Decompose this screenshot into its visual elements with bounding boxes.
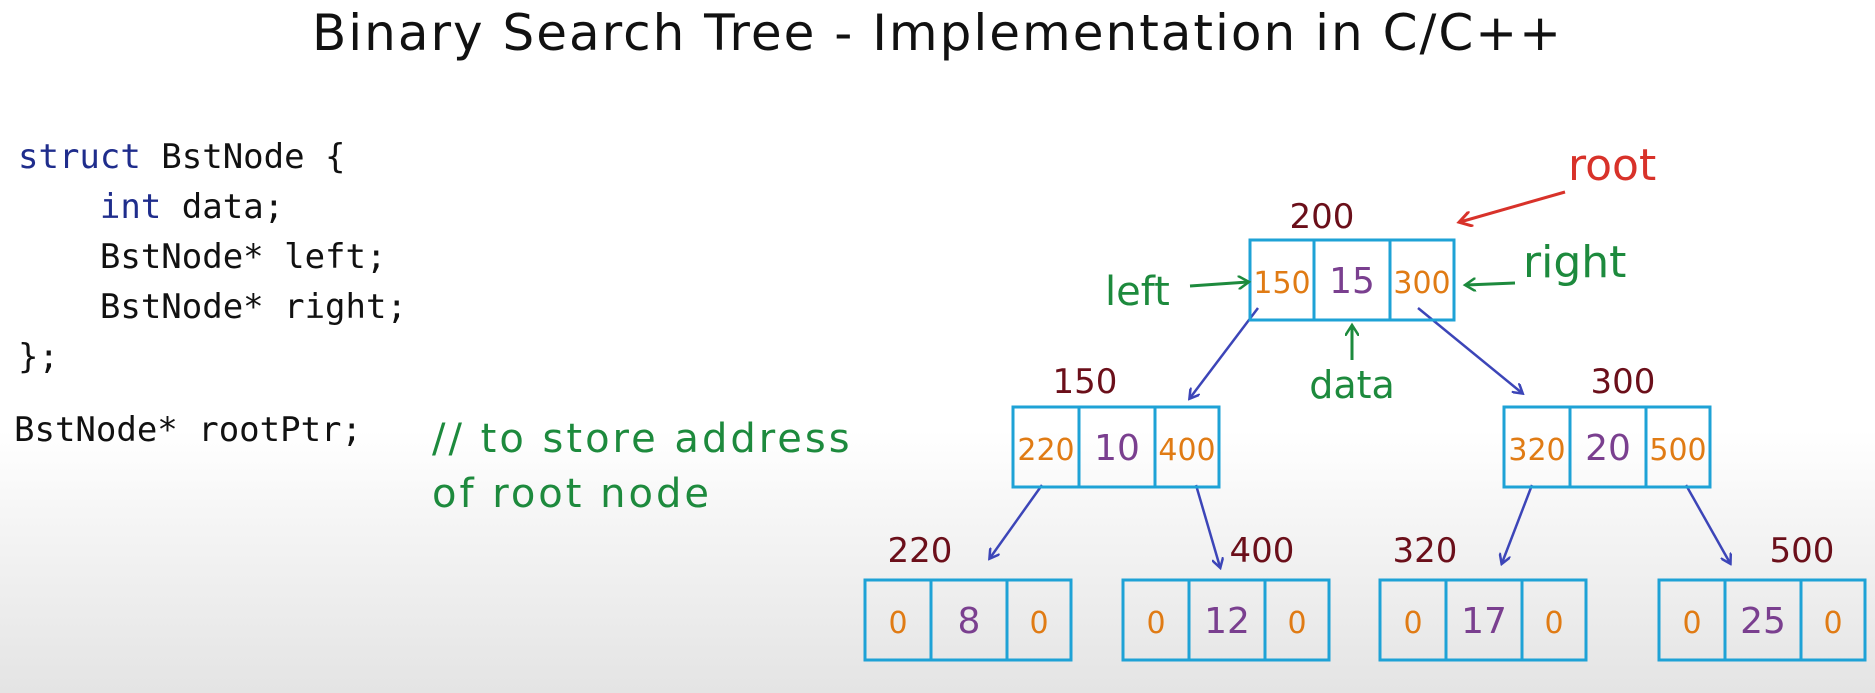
node-220: 220 0 8 0: [863, 531, 1073, 662]
node-300: 300 320 20 500: [1502, 362, 1712, 489]
struct-name: BstNode {: [140, 137, 346, 177]
node-address-label: 400: [1230, 531, 1295, 571]
code-comment: // to store address of root node: [432, 416, 853, 517]
right-pointer-cell-box: [1644, 405, 1712, 489]
data-cell: 25: [1740, 601, 1786, 642]
edge-200-150: [1190, 307, 1259, 398]
root-label: root: [1568, 140, 1656, 191]
edge-150-400: [1194, 484, 1220, 567]
edge-300-500: [1684, 484, 1730, 563]
struct-close: };: [18, 337, 59, 377]
left-pointer-cell: 0: [888, 606, 907, 641]
right-pointer-cell: 0: [1823, 606, 1842, 641]
left-pointer-cell: 0: [1403, 606, 1422, 641]
left-label: left: [1105, 269, 1170, 315]
data-label: data: [1309, 363, 1395, 407]
node-address-label: 200: [1290, 197, 1355, 237]
node-address-label: 300: [1591, 362, 1656, 402]
node-address-label: 320: [1393, 531, 1458, 571]
left-pointer-cell: 0: [1146, 606, 1165, 641]
struct-code-block: struct BstNode { int data; BstNode* left…: [18, 132, 407, 382]
left-pointer-cell: 320: [1508, 433, 1565, 468]
right-arrow: [1466, 283, 1516, 285]
data-cell: 20: [1585, 428, 1631, 469]
annotations: root left right data: [1105, 140, 1656, 407]
field-data: data;: [161, 187, 285, 227]
field-right: BstNode* right;: [99, 287, 407, 327]
left-arrow: [1189, 282, 1248, 286]
edge-200-300: [1417, 307, 1522, 393]
edge-150-220: [990, 484, 1044, 558]
edge-300-320: [1502, 484, 1534, 563]
right-pointer-cell-box: [1799, 578, 1867, 662]
data-cell: 17: [1461, 601, 1507, 642]
page-title: Binary Search Tree - Implementation in C…: [311, 4, 1564, 62]
right-pointer-cell-box: [1388, 238, 1456, 322]
data-cell: 12: [1204, 601, 1250, 642]
keyword-int: int: [99, 187, 162, 227]
left-pointer-cell: 220: [1017, 433, 1074, 468]
data-cell: 15: [1329, 261, 1375, 302]
right-pointer-cell: 0: [1544, 606, 1563, 641]
node-address-label: 500: [1770, 531, 1835, 571]
root-arrow: [1460, 190, 1566, 222]
root-pointer-declaration: BstNode* rootPtr;: [14, 410, 362, 450]
right-pointer-cell-box: [1520, 578, 1588, 662]
right-pointer-cell-box: [1005, 578, 1073, 662]
node-500: 500 0 25 0: [1657, 531, 1867, 662]
right-pointer-cell-box: [1263, 578, 1331, 662]
field-left: BstNode* left;: [99, 237, 387, 277]
right-pointer-cell-box: [1153, 405, 1221, 489]
right-pointer-cell: 0: [1287, 606, 1306, 641]
node-150: 150 220 10 400: [1011, 362, 1221, 489]
node-400: 400 0 12 0: [1121, 531, 1331, 662]
node-address-label: 150: [1053, 362, 1118, 402]
data-cell: 10: [1094, 428, 1140, 469]
right-pointer-cell: 0: [1029, 606, 1048, 641]
node-address-label: 220: [888, 531, 953, 571]
left-pointer-cell: 0: [1682, 606, 1701, 641]
node-320: 320 0 17 0: [1378, 531, 1588, 662]
right-pointer-cell: 500: [1649, 433, 1706, 468]
left-pointer-cell: 150: [1253, 266, 1310, 301]
right-pointer-cell: 400: [1158, 433, 1215, 468]
right-label: right: [1523, 237, 1626, 288]
data-cell: 8: [958, 601, 981, 642]
keyword-struct: struct: [18, 137, 141, 177]
tree-edges: [990, 307, 1730, 567]
right-pointer-cell: 300: [1393, 266, 1450, 301]
node-200: 200 150 15 300: [1248, 197, 1456, 322]
